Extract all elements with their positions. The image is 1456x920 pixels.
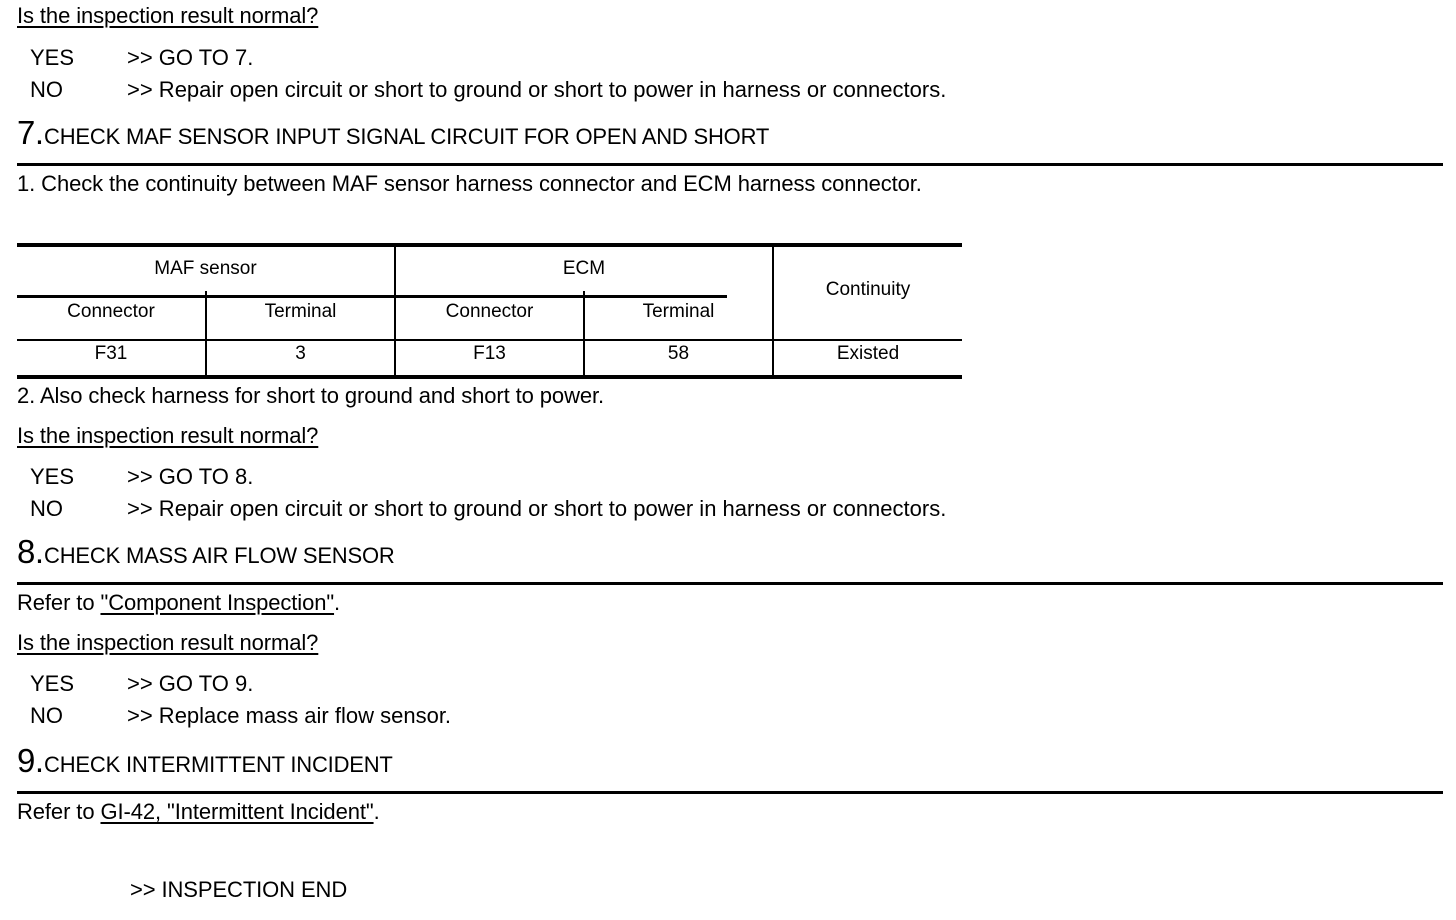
refer-prefix: Refer to	[17, 799, 101, 824]
table-row-sub-headers: Connector Terminal Connector Terminal	[17, 291, 962, 333]
step8-reference: Refer to "Component Inspection".	[17, 591, 340, 615]
answer-text-yes: >> GO TO 8.	[127, 464, 254, 489]
step-heading-8: 8.CHECK MASS AIR FLOW SENSOR	[17, 535, 395, 568]
answer-text-no: >> Repair open circuit or short to groun…	[127, 77, 947, 102]
answer-key-no: NO	[30, 703, 63, 728]
table-subheader-ecm-connector: Connector	[394, 291, 585, 333]
answer-row-yes-3: YES >> GO TO 9.	[17, 672, 253, 696]
section-rule-8	[17, 582, 1443, 585]
refer-prefix: Refer to	[17, 590, 101, 615]
answer-row-yes-2: YES >> GO TO 8.	[17, 465, 253, 489]
continuity-table: MAF sensor ECM Continuity Connector Term…	[17, 247, 962, 375]
table-subheader-maf-terminal: Terminal	[205, 291, 396, 333]
table-header-ecm: ECM	[394, 247, 774, 291]
table-bottom-border	[17, 375, 962, 379]
step-title-9: CHECK INTERMITTENT INCIDENT	[44, 752, 393, 777]
step-title-8: CHECK MASS AIR FLOW SENSOR	[44, 543, 395, 568]
step-number-dot-9: .	[34, 742, 45, 779]
table-subheader-ecm-terminal: Terminal	[583, 291, 774, 333]
answer-row-no-2: NO >> Repair open circuit or short to gro…	[17, 497, 946, 521]
question-inspection-normal-3: Is the inspection result normal?	[17, 630, 319, 655]
answer-key-no: NO	[30, 77, 63, 102]
step-number-9: 9	[17, 742, 35, 779]
section-rule-7	[17, 163, 1443, 166]
step-number-dot-8: .	[34, 533, 45, 570]
step-number-7: 7	[17, 114, 35, 151]
reference-link-intermittent-incident[interactable]: GI-42, "Intermittent Incident"	[100, 799, 374, 824]
answer-text-no: >> Replace mass air flow sensor.	[127, 703, 452, 728]
step7-item-2: 2. Also check harness for short to groun…	[17, 383, 605, 408]
table-top-border	[17, 243, 962, 247]
step-title-7: CHECK MAF SENSOR INPUT SIGNAL CIRCUIT FO…	[44, 124, 770, 149]
answer-key-yes: YES	[30, 464, 75, 489]
inspection-end-text: >> INSPECTION END	[130, 877, 348, 902]
step9-reference: Refer to GI-42, "Intermittent Incident".	[17, 800, 380, 824]
table-subheader-maf-connector: Connector	[17, 291, 207, 333]
answer-text-yes: >> GO TO 7.	[127, 45, 254, 70]
answer-text-yes: >> GO TO 9.	[127, 671, 254, 696]
refer-suffix: .	[334, 590, 341, 615]
question-inspection-normal-2: Is the inspection result normal?	[17, 423, 319, 448]
step7-item-1: 1. Check the continuity between MAF sens…	[17, 171, 922, 196]
answer-key-yes: YES	[30, 671, 75, 696]
section-rule-9	[17, 791, 1443, 794]
question-inspection-normal-1: Is the inspection result normal?	[17, 3, 319, 28]
refer-suffix: .	[373, 799, 380, 824]
answer-row-no-1: NO >> Repair open circuit or short to gro…	[17, 78, 946, 102]
table-subheader-separator	[17, 295, 727, 298]
step-heading-7: 7.CHECK MAF SENSOR INPUT SIGNAL CIRCUIT …	[17, 116, 769, 149]
reference-link-component-inspection[interactable]: "Component Inspection"	[100, 590, 335, 615]
table-header-maf-sensor: MAF sensor	[17, 247, 396, 291]
step-number-dot-7: .	[34, 114, 45, 151]
table-row-group-headers: MAF sensor ECM Continuity	[17, 247, 962, 333]
step-number-8: 8	[17, 533, 35, 570]
answer-key-no: NO	[30, 496, 63, 521]
step-heading-9: 9.CHECK INTERMITTENT INCIDENT	[17, 744, 393, 777]
answer-text-no: >> Repair open circuit or short to groun…	[127, 496, 947, 521]
answer-key-yes: YES	[30, 45, 75, 70]
answer-row-no-3: NO >> Replace mass air flow sensor.	[17, 704, 451, 728]
table-value-row-separator	[17, 339, 962, 341]
continuity-table-wrapper: MAF sensor ECM Continuity Connector Term…	[17, 243, 962, 379]
answer-row-yes-1: YES >> GO TO 7.	[17, 46, 253, 70]
table-header-continuity: Continuity	[772, 247, 962, 333]
